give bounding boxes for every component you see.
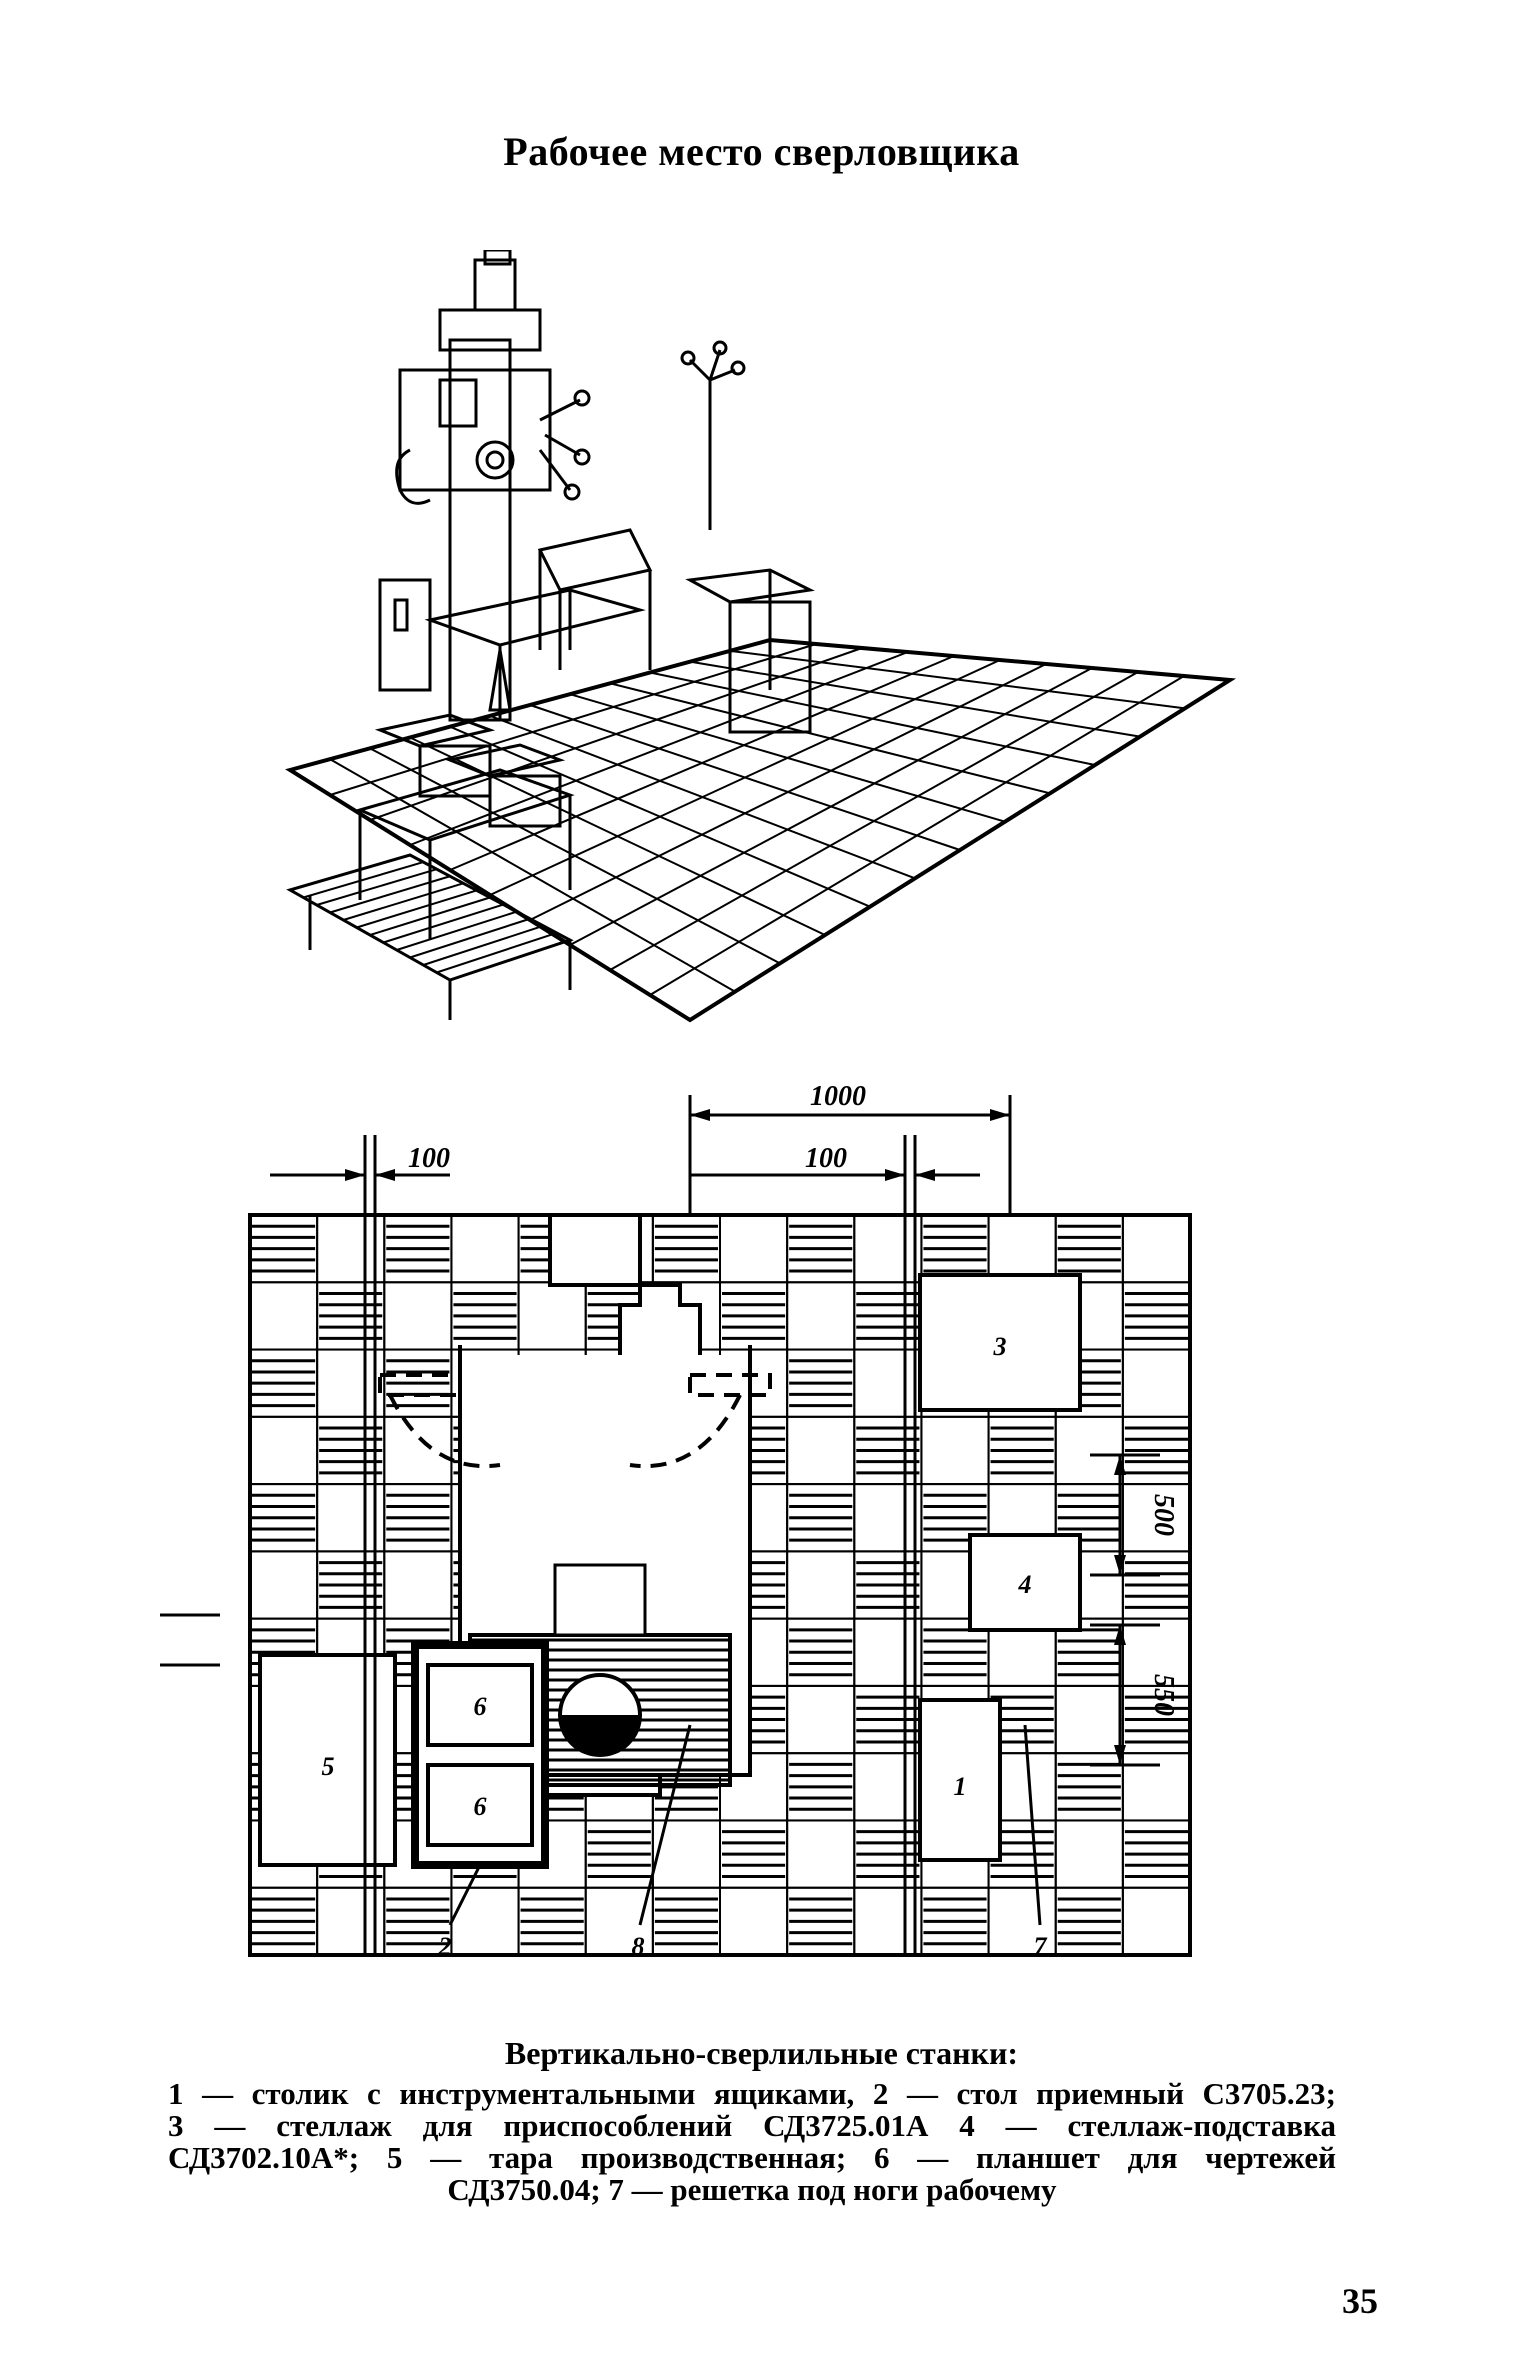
- marker-8: 8: [632, 1932, 645, 1961]
- page-number: 35: [1342, 2281, 1378, 2321]
- marker-6a: 6: [474, 1692, 487, 1721]
- dim-550: 550: [1148, 1674, 1179, 1716]
- floor-plan: 1000 100 100 500 550 200 1 2 3 4 5 6 6 7…: [160, 1081, 1192, 1961]
- marker-3: 3: [993, 1332, 1007, 1361]
- caption-line-4: СД3750.04; 7 — решетка под ноги рабочему: [447, 2172, 1057, 2207]
- marker-4: 4: [1018, 1570, 1032, 1599]
- caption-heading: Вертикально-сверлильные станки:: [504, 2035, 1019, 2071]
- marker-6b: 6: [474, 1792, 487, 1821]
- dim-1000: 1000: [810, 1081, 866, 1112]
- caption-line-2: 3 — стеллаж для приспособлений СД3725.01…: [168, 2108, 1336, 2143]
- marker-1: 1: [954, 1772, 967, 1801]
- dim-500: 500: [1148, 1494, 1179, 1536]
- marker-5: 5: [322, 1752, 335, 1781]
- caption-body: 1 — столик с инструментальными ящиками, …: [168, 2078, 1336, 2206]
- caption-line-1: 1 — столик с инструментальными ящиками, …: [168, 2076, 1336, 2111]
- marker-7: 7: [1034, 1932, 1048, 1961]
- dim-100-right: 100: [805, 1143, 847, 1174]
- caption-line-3: СД3702.10А*; 5 — тара производственная; …: [168, 2140, 1336, 2175]
- workplace-illustration: [285, 250, 1237, 1023]
- dim-100-left: 100: [408, 1143, 450, 1174]
- marker-2: 2: [438, 1932, 452, 1961]
- page-title: Рабочее место сверловщика: [503, 129, 1020, 174]
